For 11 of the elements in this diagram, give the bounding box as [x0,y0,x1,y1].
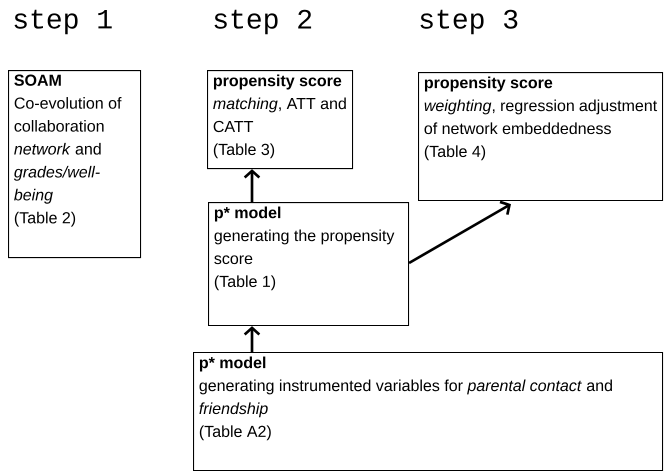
step-heading: step 2 [214,10,312,34]
text-box: p* model generating instrumented variables for parental contact and friendship (Table A2) [193,352,664,472]
text-box: SOAM Co-evolution of collaboration network and grades/well-being (Table 2) [8,70,142,258]
arrow [244,169,260,202]
text-box: p* model generating the propensity score (Table 1) [208,202,410,326]
text-box: propensity score weighting, regression adjustment of network embeddedness (Table 4) [418,72,664,202]
arrow [244,326,260,352]
step-heading: step 1 [14,10,112,34]
arrow [408,200,511,264]
text-box: propensity score matching, ATT and CATT (Table 3) [207,70,354,170]
step-heading: step 3 [420,10,518,34]
